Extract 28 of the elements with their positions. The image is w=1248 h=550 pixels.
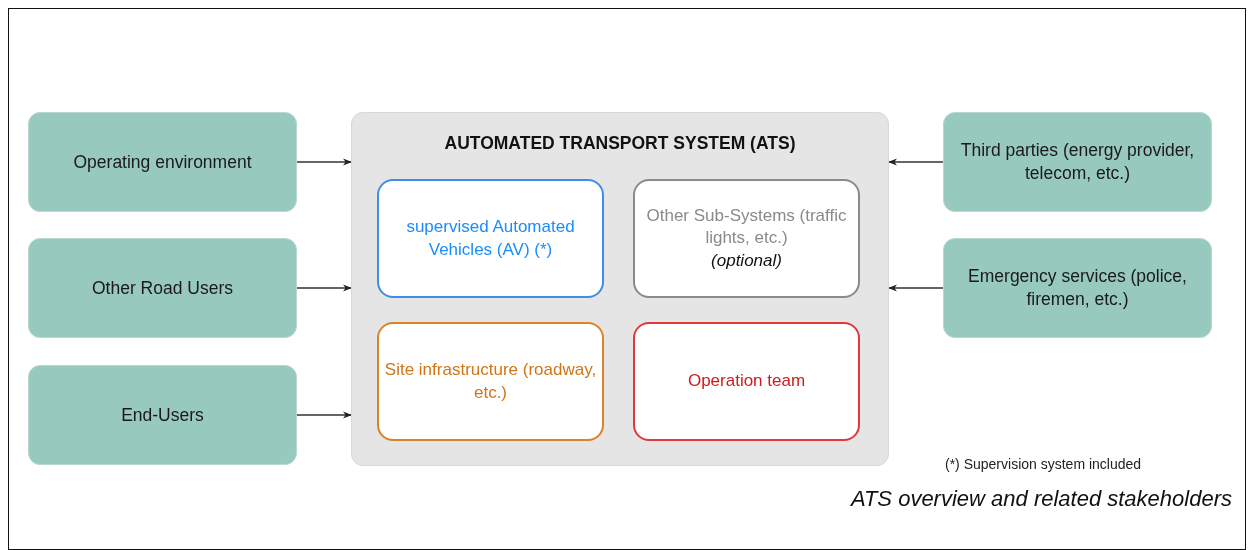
node-label: supervised Automated Vehicles (AV) (*) [405, 216, 576, 261]
system-title: AUTOMATED TRANSPORT SYSTEM (ATS) [444, 133, 796, 154]
node-label: Other Sub-Systems (traffic lights, etc.) [645, 205, 848, 250]
arrow [888, 284, 944, 292]
stakeholder-box [28, 365, 297, 465]
node-label: (optional) [711, 249, 782, 272]
caption: ATS overview and related stakeholders [850, 486, 1232, 512]
node-label: Other Road Users [92, 276, 233, 300]
node-label: Third parties (energy provider, telecom, etc.) [959, 139, 1196, 185]
system-container [351, 112, 889, 466]
arrow [296, 411, 352, 419]
node-label: Emergency services (police, firemen, etc.) [967, 265, 1188, 311]
stakeholder-box [28, 112, 297, 212]
node-label: End-Users [121, 403, 204, 427]
arrow [888, 158, 944, 166]
subsystem-box [377, 322, 604, 441]
arrow [296, 284, 352, 292]
subsystem-box [633, 179, 860, 298]
stakeholder-box [28, 238, 297, 338]
subsystem-box [633, 322, 860, 441]
subsystem-box [377, 179, 604, 298]
stakeholder-box [943, 112, 1212, 212]
stakeholder-box [943, 238, 1212, 338]
arrow [296, 158, 352, 166]
footnote: (*) Supervision system included [945, 456, 1142, 472]
node-label: Operating environment [73, 150, 252, 174]
node-label: Operation team [687, 370, 806, 393]
node-label: Site infrastructure (roadway, etc.) [383, 359, 598, 404]
